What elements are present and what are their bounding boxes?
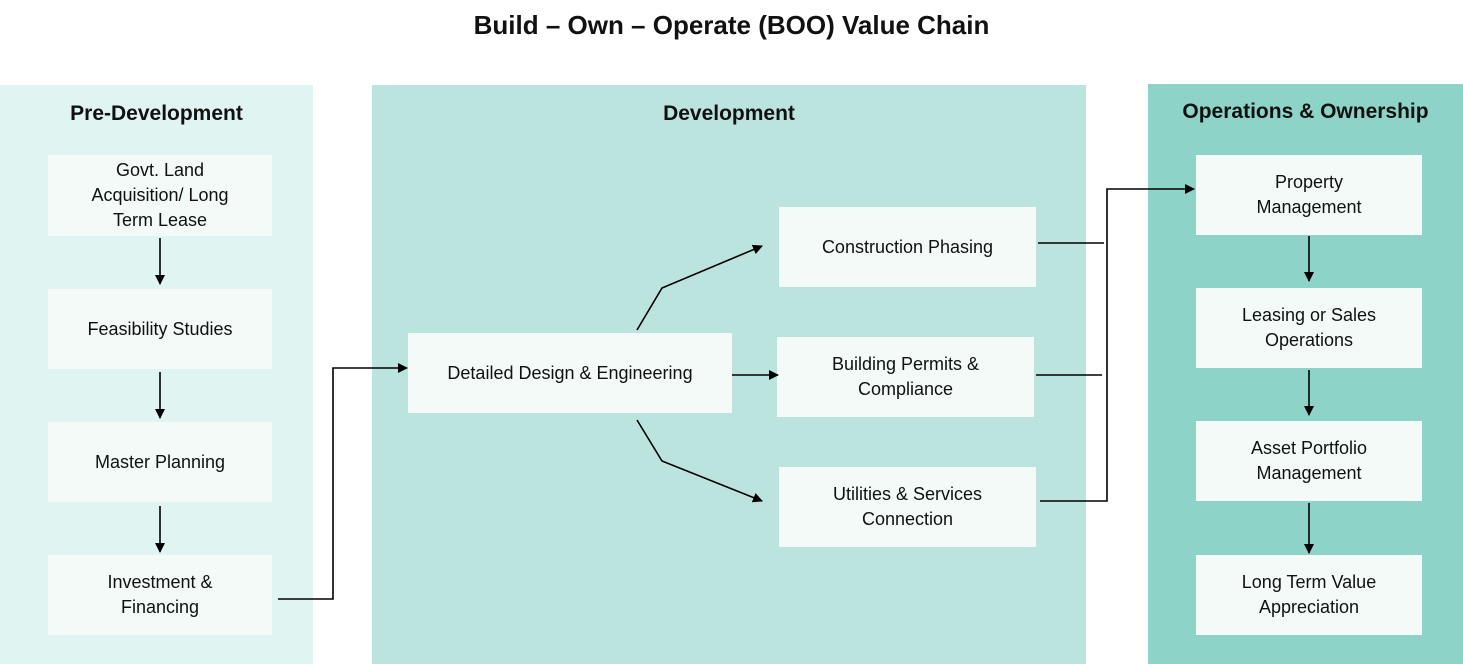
step-detailed-design: Detailed Design & Engineering	[408, 333, 732, 413]
step-permits: Building Permits & Compliance	[777, 337, 1034, 417]
arrow	[278, 363, 408, 600]
step-property-management: Property Management	[1196, 155, 1422, 235]
arrow	[636, 419, 763, 503]
arrow	[1040, 184, 1195, 502]
diagram-title: Build – Own – Operate (BOO) Value Chain	[473, 10, 990, 40]
step-value-appreciation: Long Term Value Appreciation	[1196, 555, 1422, 635]
panel-heading: Operations & Ownership	[1182, 100, 1429, 123]
panel-heading: Development	[663, 102, 795, 125]
step-utilities: Utilities & Services Connection	[779, 467, 1036, 547]
step-investment: Investment & Financing	[48, 555, 272, 635]
step-land-acquisition: Govt. Land Acquisition/ Long Term Lease	[48, 155, 272, 236]
step-asset-portfolio: Asset Portfolio Management	[1196, 421, 1422, 501]
step-master-planning: Master Planning	[48, 422, 272, 502]
step-construction: Construction Phasing	[779, 207, 1036, 287]
step-leasing: Leasing or Sales Operations	[1196, 288, 1422, 368]
step-feasibility: Feasibility Studies	[48, 289, 272, 369]
panel-heading: Pre-Development	[70, 102, 243, 125]
arrow	[636, 244, 763, 331]
